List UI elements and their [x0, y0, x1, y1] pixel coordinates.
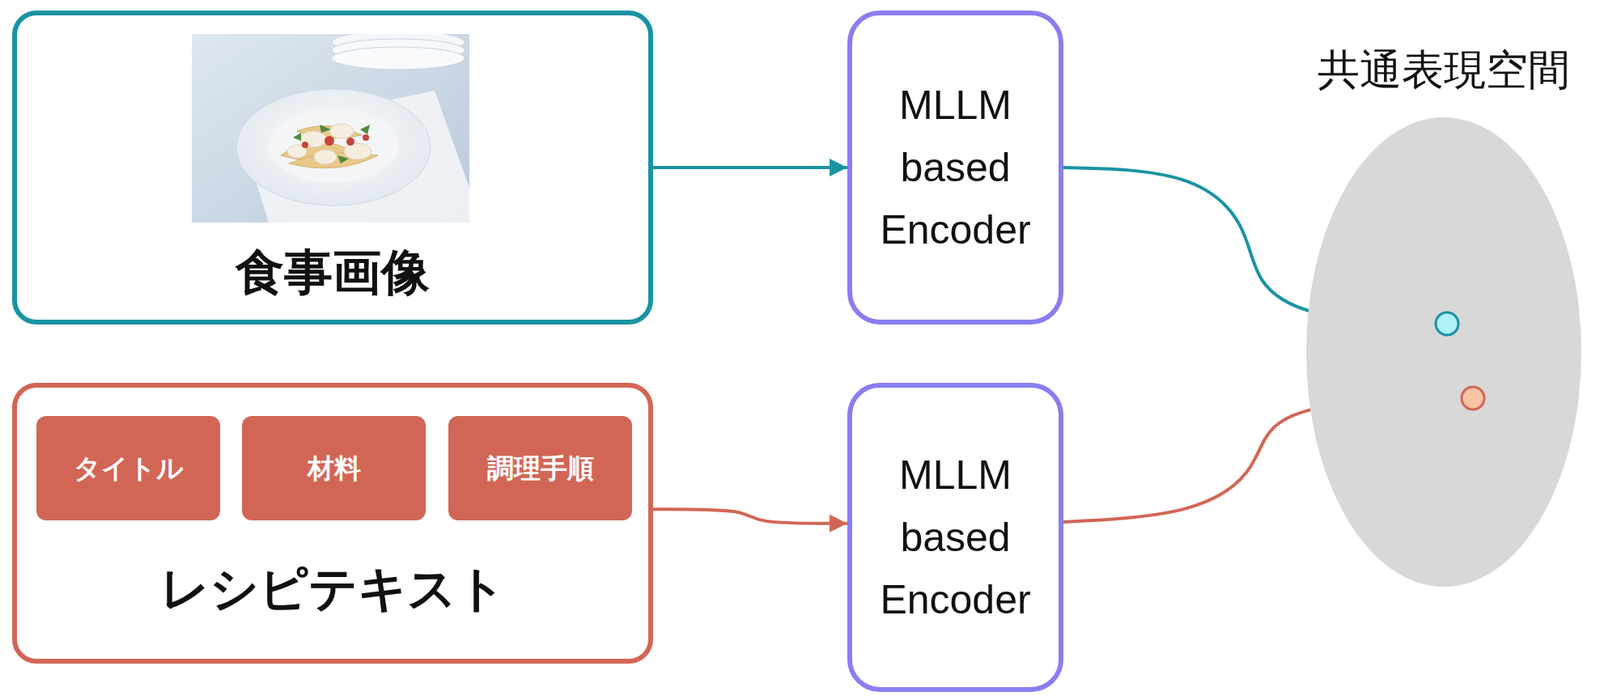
space-ellipse: [1306, 44, 1582, 591]
encoder-box: MLLM based Encoder: [847, 10, 1064, 325]
node-label: タイトル: [73, 452, 184, 485]
recipe-field-box: 調理手順: [448, 415, 633, 521]
embedding-space: 共通表現空間: [1306, 44, 1582, 591]
flow-arrow: [653, 509, 848, 524]
space-label: 共通表現空間: [1317, 44, 1571, 95]
node-label: レシピテキスト: [160, 560, 506, 619]
recipe-field-box: 材料: [241, 415, 426, 521]
flow-arrow: [653, 165, 848, 170]
recipe-embedding-dot: [1461, 386, 1485, 410]
recipe-input-box: タイトル 材料 調理手順レシピテキスト: [12, 382, 654, 664]
node-label: 材料: [307, 452, 361, 485]
encoder-box: MLLM based Encoder: [847, 382, 1064, 692]
image-input-box: 食事画像: [12, 10, 654, 325]
food-photo: [191, 33, 470, 223]
node-label: MLLM based Encoder: [860, 444, 1051, 632]
node-label: 調理手順: [487, 452, 595, 485]
node-label: MLLM based Encoder: [860, 74, 1051, 262]
image-embedding-dot: [1435, 312, 1459, 336]
space-ellipse: [1306, 117, 1582, 587]
node-label: 食事画像: [235, 243, 430, 302]
recipe-field-box: タイトル: [36, 415, 221, 521]
